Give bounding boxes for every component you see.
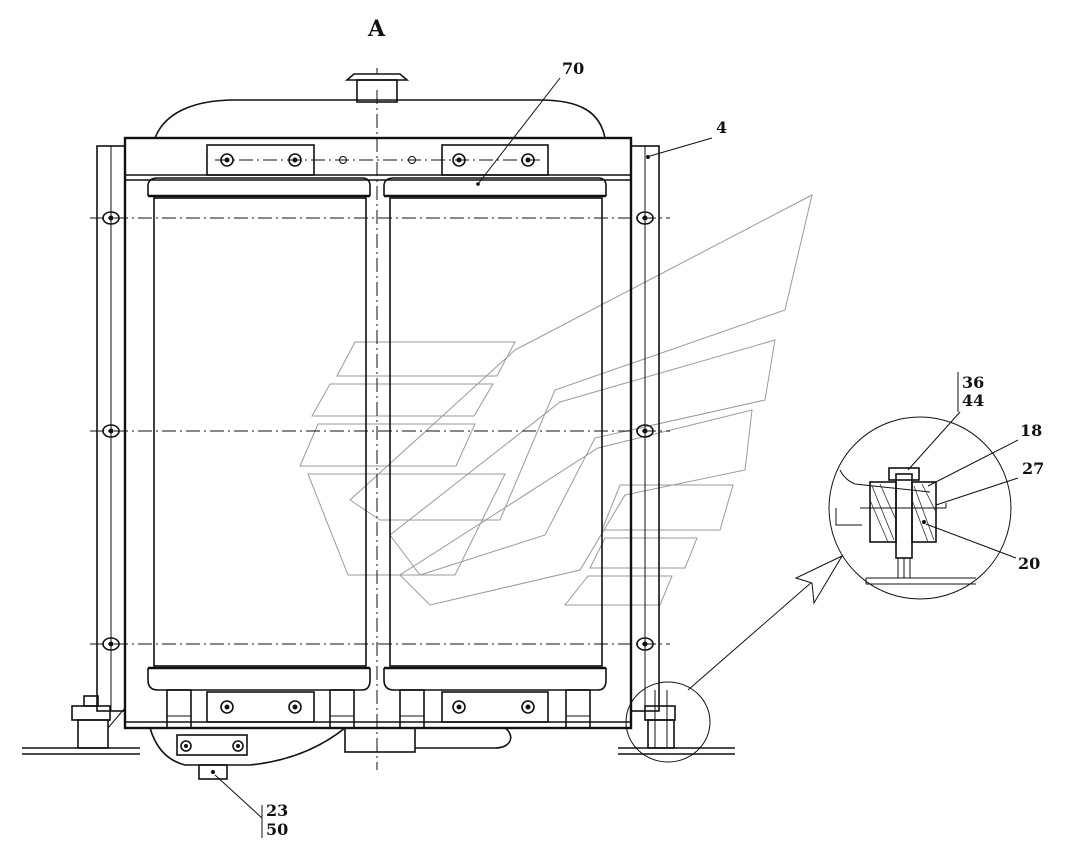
left-post xyxy=(96,145,126,712)
radiator-frame xyxy=(123,136,633,730)
view-label: A xyxy=(367,16,386,42)
bottom-bracket-left xyxy=(206,691,315,723)
callout-50: 50 xyxy=(266,820,288,839)
callout-leaders xyxy=(214,77,1019,838)
top-bracket-right xyxy=(441,144,549,176)
callout-27: 27 xyxy=(1022,459,1044,478)
left-core xyxy=(147,177,371,691)
top-bracket-left xyxy=(206,144,315,176)
base-right xyxy=(618,690,735,755)
detail-leader-arrow xyxy=(687,554,844,691)
enlarged-detail xyxy=(828,416,1012,600)
watermark-logo xyxy=(299,194,813,606)
callout-36: 36 xyxy=(962,373,984,392)
callout-70: 70 xyxy=(562,59,584,78)
right-core xyxy=(383,177,607,691)
callout-18: 18 xyxy=(1020,421,1042,440)
detail-circle-small xyxy=(625,681,711,763)
bottom-pipes xyxy=(166,689,591,729)
callout-23: 23 xyxy=(266,801,288,820)
callout-20: 20 xyxy=(1018,554,1040,573)
top-small-holes xyxy=(339,156,416,164)
top-tank xyxy=(154,68,606,139)
bottom-bracket-right xyxy=(441,691,549,723)
callout-44: 44 xyxy=(962,391,984,410)
callout-4: 4 xyxy=(716,118,727,137)
bottom-tank xyxy=(149,727,512,780)
base-left xyxy=(22,695,140,755)
right-post xyxy=(630,145,660,712)
